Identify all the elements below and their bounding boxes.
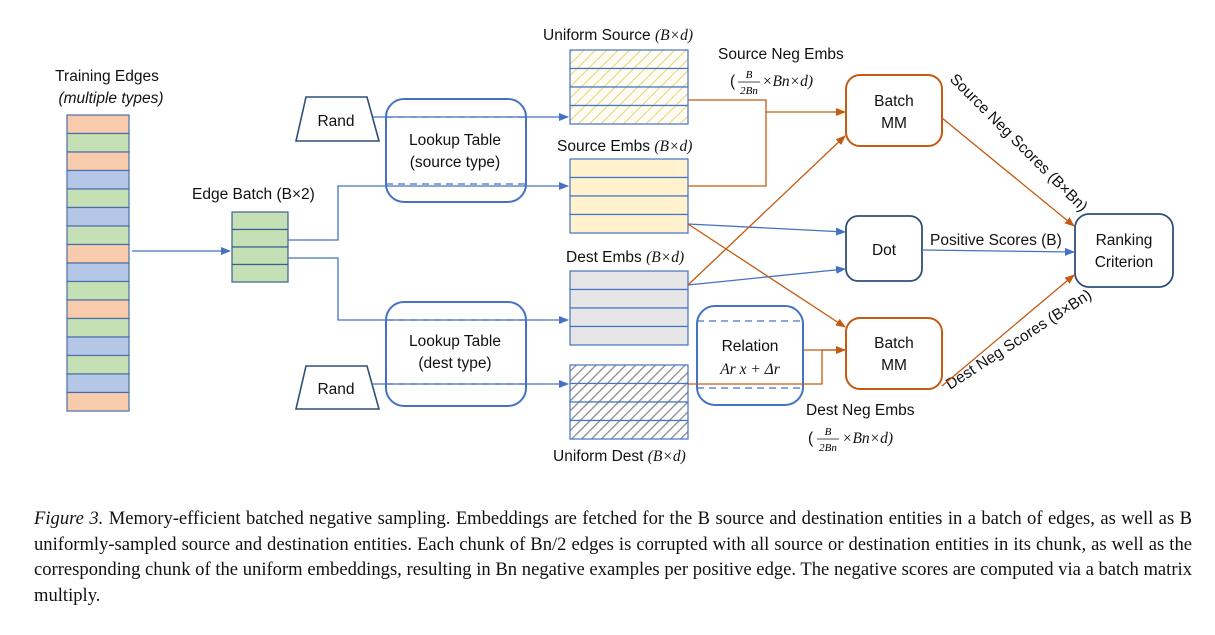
training-edge-row — [66, 317, 130, 338]
uniform-source-label: Uniform Source (B×d) — [543, 27, 693, 44]
batch-mm-top-line2: MM — [881, 115, 907, 132]
training-edge-row — [66, 151, 130, 172]
dest-embs-stack — [569, 270, 689, 346]
figure-label: Figure 3. — [34, 508, 104, 529]
edge-batch-row — [231, 246, 289, 266]
source-embs-label: Source Embs (B×d) — [557, 138, 692, 155]
uniform-dest-row — [569, 401, 689, 422]
source-neg-embs-dims: ( B 2Bn ×Bn×d) — [730, 69, 813, 97]
batch-mm-top-line1: Batch — [874, 93, 914, 110]
rand-bottom-shape — [294, 365, 381, 410]
svg-text:B: B — [746, 69, 753, 81]
uniform-dest-stack — [569, 364, 689, 440]
lookup-table-source — [385, 98, 527, 203]
uniform-dest-row — [569, 364, 689, 385]
relation-box — [696, 305, 804, 406]
lookup-source-line2: (source type) — [410, 154, 500, 171]
figure-caption-text: Memory-efficient batched negative sampli… — [34, 508, 1192, 606]
edge-batch-stack — [231, 211, 289, 283]
rand-top-shape — [294, 96, 381, 142]
uniform-source-row — [569, 86, 689, 107]
ranking-line2: Criterion — [1095, 254, 1154, 271]
svg-text:×Bn×d): ×Bn×d) — [762, 73, 813, 90]
batch-mm-bottom-line2: MM — [881, 357, 907, 374]
source-emb-row — [569, 213, 689, 234]
training-edge-row — [66, 299, 130, 320]
dest-emb-row — [569, 288, 689, 309]
svg-text:(: ( — [730, 73, 736, 90]
svg-text:B: B — [825, 426, 832, 438]
lookup-dest-line1: Lookup Table — [409, 333, 501, 350]
batch-mm-bottom-line1: Batch — [874, 335, 914, 352]
dest-emb-row — [569, 307, 689, 328]
svg-text:2Bn: 2Bn — [740, 85, 758, 97]
blue-connectors — [132, 113, 1075, 388]
source-emb-row — [569, 158, 689, 179]
uniform-source-stack — [569, 49, 689, 125]
batch-mm-bottom-box — [845, 317, 943, 390]
source-embs-stack — [569, 158, 689, 234]
rand-top-label: Rand — [317, 113, 354, 130]
training-edge-row — [66, 262, 130, 283]
uniform-source-row — [569, 67, 689, 88]
lookup-dest-line2: (dest type) — [418, 355, 491, 372]
relation-line1: Relation — [722, 338, 779, 355]
source-emb-row — [569, 195, 689, 216]
uniform-dest-row — [569, 419, 689, 440]
edge-batch-row — [231, 263, 289, 283]
training-edge-row — [66, 354, 130, 375]
svg-text:(: ( — [808, 430, 814, 447]
training-edge-row — [66, 206, 130, 227]
training-edge-row — [66, 114, 130, 135]
svg-text:×Bn×d): ×Bn×d) — [842, 430, 893, 447]
training-edges-title: Training Edges — [55, 68, 159, 85]
dest-embs-label: Dest Embs (B×d) — [566, 249, 684, 266]
dest-emb-row — [569, 270, 689, 291]
lookup-table-dest — [385, 301, 527, 407]
training-edge-row — [66, 132, 130, 153]
training-edges-subtitle: (multiple types) — [58, 90, 163, 107]
training-edge-row — [66, 280, 130, 301]
training-edge-row — [66, 188, 130, 209]
training-edge-row — [66, 243, 130, 264]
rand-bottom-label: Rand — [317, 381, 354, 398]
source-neg-scores-label: Source Neg Scores (B×Bn) — [946, 71, 1091, 216]
svg-text:2Bn: 2Bn — [819, 442, 837, 454]
lookup-source-line1: Lookup Table — [409, 132, 501, 149]
batch-mm-top-box — [845, 74, 943, 147]
ranking-criterion-box — [1074, 213, 1174, 288]
edge-batch-label: Edge Batch (B×2) — [192, 186, 315, 203]
orange-connectors — [687, 99, 1075, 387]
edge-batch-row — [231, 228, 289, 248]
uniform-source-row — [569, 104, 689, 125]
dest-neg-embs-dims: ( B 2Bn ×Bn×d) — [808, 426, 893, 454]
dest-neg-embs-label: Dest Neg Embs — [806, 402, 915, 419]
uniform-dest-label: Uniform Dest (B×d) — [553, 448, 686, 465]
training-edge-row — [66, 169, 130, 190]
uniform-source-row — [569, 49, 689, 70]
dest-neg-scores-label: Dest Neg Scores (B×Bn) — [943, 286, 1095, 393]
edge-batch-row — [231, 211, 289, 231]
positive-scores-label: Positive Scores (B) — [930, 232, 1062, 249]
batched-negative-sampling-diagram: Training Edges (multiple types) Edge Bat… — [55, 27, 1174, 465]
dest-emb-row — [569, 325, 689, 346]
training-edge-row — [66, 225, 130, 246]
training-edge-row — [66, 336, 130, 357]
dot-box — [845, 215, 923, 282]
figure-caption: Figure 3. Memory-efficient batched negat… — [34, 506, 1192, 608]
ranking-line1: Ranking — [1096, 232, 1153, 249]
relation-line2: Ar x + Δr — [719, 361, 781, 378]
training-edges-stack — [66, 114, 130, 412]
training-edge-row — [66, 373, 130, 394]
training-edge-row — [66, 391, 130, 412]
uniform-dest-row — [569, 382, 689, 403]
source-neg-embs-label: Source Neg Embs — [718, 46, 844, 63]
dot-label: Dot — [872, 242, 897, 259]
source-emb-row — [569, 176, 689, 197]
